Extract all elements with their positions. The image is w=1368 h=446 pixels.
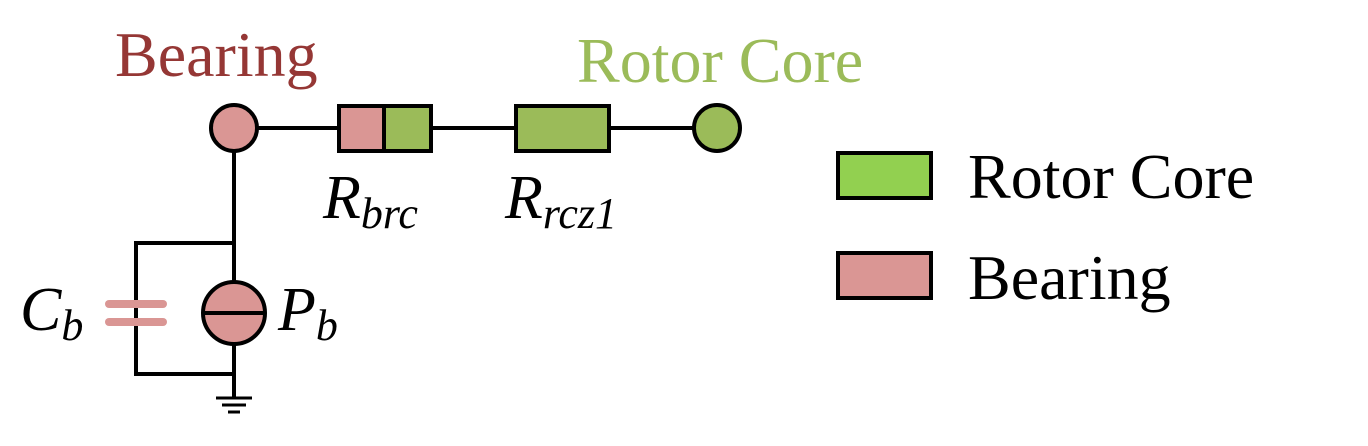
resistor-r-brc <box>337 104 433 153</box>
label-r-rcz1-main: R <box>504 164 543 232</box>
label-r-brc: Rbrc <box>322 164 418 238</box>
label-c-b: Cb <box>20 276 83 350</box>
resistor-r-brc-outline <box>337 104 433 153</box>
legend-label-bearing: Bearing <box>968 242 1171 313</box>
label-p-b: Pb <box>277 276 338 350</box>
label-c-b-main: C <box>20 276 62 344</box>
label-r-brc-sub: brc <box>361 189 418 238</box>
resistor-r-brc-rotor-half <box>384 106 431 151</box>
legend-swatch-rotor-core <box>836 151 933 200</box>
rotor-core-title: Rotor Core <box>577 25 863 96</box>
resistor-r-rcz1 <box>514 104 611 153</box>
legend-swatch-bearing <box>836 251 933 300</box>
label-p-b-main: P <box>277 276 316 344</box>
legend-label-rotor-core: Rotor Core <box>968 141 1254 212</box>
label-c-b-sub: b <box>61 301 83 350</box>
resistor-r-brc-bearing-half <box>339 106 384 151</box>
bearing-title: Bearing <box>115 19 318 90</box>
rotor-core-node <box>692 103 742 153</box>
label-r-rcz1: Rrcz1 <box>504 164 617 238</box>
legend: Rotor Core Bearing <box>836 141 1254 313</box>
capacitor-c-b <box>105 300 167 326</box>
heat-source-p-b <box>201 280 267 346</box>
label-r-rcz1-sub: rcz1 <box>543 189 617 238</box>
ground-icon <box>216 396 252 414</box>
wire-capacitor-loop <box>134 241 234 376</box>
bearing-node <box>209 103 259 153</box>
label-p-b-sub: b <box>316 301 338 350</box>
label-r-brc-main: R <box>322 164 361 232</box>
wires <box>134 126 694 398</box>
